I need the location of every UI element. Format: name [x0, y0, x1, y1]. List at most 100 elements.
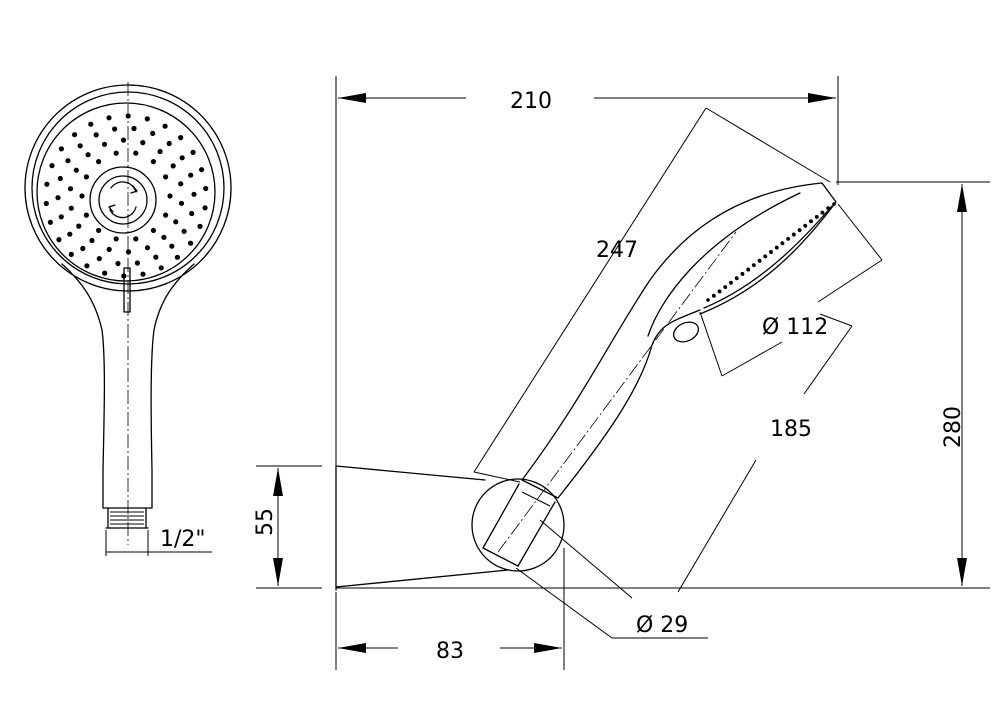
wall-holder [335, 465, 565, 591]
nozzle-hole [166, 140, 172, 147]
nozzle-hole [79, 193, 85, 199]
nozzle-hole [162, 123, 168, 129]
nozzle-hole [144, 116, 150, 122]
side-nozzle-hole [763, 254, 768, 259]
nozzle-hole [106, 115, 112, 121]
nozzle-hole [197, 223, 203, 229]
nozzle-hole [113, 236, 119, 242]
side-nozzle-hole [780, 241, 785, 246]
side-nozzle-hole [809, 219, 813, 224]
nozzle-hole [96, 159, 102, 165]
dim-55-label: 55 [253, 508, 278, 536]
nozzle-hole [191, 191, 197, 197]
dim-head-diameter-112: Ø 112 [699, 203, 883, 377]
side-nozzle-hole [826, 206, 831, 211]
side-nozzle-hole [746, 267, 751, 272]
handle-front [61, 263, 195, 529]
dim-280-label: 280 [941, 406, 966, 448]
nozzle-hole [113, 150, 119, 156]
side-nozzle-hole [712, 294, 716, 298]
side-nozzle-holes [706, 202, 836, 302]
nozzle-hole [77, 143, 83, 149]
nozzle-hole [174, 254, 180, 260]
nozzle-hole [93, 132, 99, 138]
nozzle-hole [178, 200, 185, 206]
nozzle-hole [150, 130, 156, 136]
nozzle-hole [76, 223, 82, 229]
nozzle-hole [106, 246, 112, 252]
dim-connector-29: Ø 29 [515, 519, 708, 639]
spray-nozzle-holes [43, 113, 209, 279]
nozzle-hole [170, 163, 176, 169]
side-nozzle-hole [735, 276, 739, 281]
nozzle-hole [163, 212, 169, 218]
side-nozzle-hole [775, 246, 779, 250]
nozzle-hole [161, 234, 167, 240]
dim-210-label: 210 [510, 89, 552, 114]
spray-face-side [699, 182, 837, 315]
dim-112-label: Ø 112 [762, 315, 828, 340]
nozzle-hole [101, 141, 108, 147]
dim-247-label: 247 [596, 238, 638, 263]
dim-depth-83: 83 [335, 548, 565, 670]
side-nozzle-hole [706, 298, 710, 302]
nozzle-hole [67, 186, 74, 192]
nozzle-hole [84, 263, 90, 269]
nozzle-hole [115, 260, 121, 267]
nozzle-hole [56, 237, 62, 243]
nozzle-hole [167, 193, 173, 199]
front-view: 1/2" [24, 82, 232, 556]
nozzle-hole [173, 219, 179, 225]
nozzle-hole [163, 174, 169, 180]
side-view: 210 247 Ø 112 185 [253, 76, 990, 670]
nozzle-hole [72, 132, 78, 138]
nozzle-hole [133, 236, 139, 242]
thread-size-label: 1/2" [160, 527, 206, 552]
nozzle-hole [140, 271, 146, 277]
nozzle-hole [181, 228, 187, 234]
nozzle-hole [58, 214, 64, 220]
nozzle-hole [144, 245, 151, 251]
nozzle-hole [133, 150, 139, 156]
side-nozzle-hole [786, 237, 791, 241]
side-nozzle-hole [792, 232, 796, 237]
nozzle-hole [47, 219, 54, 225]
nozzle-hole [202, 205, 208, 211]
side-nozzle-hole [729, 281, 733, 285]
dim-head-length-247: 247 [473, 107, 831, 483]
nozzle-hole [85, 152, 91, 158]
nozzle-hole [83, 212, 89, 218]
dim-185-label: 185 [770, 417, 812, 442]
nozzle-hole [158, 265, 164, 271]
dim-29-label: Ø 29 [636, 613, 688, 638]
nozzle-hole [199, 167, 205, 173]
nozzle-hole [157, 148, 163, 155]
nozzle-hole [190, 149, 196, 155]
nozzle-hole [88, 121, 94, 127]
dim-holder-55: 55 [253, 465, 322, 589]
nozzle-hole [68, 251, 74, 257]
side-nozzle-hole [815, 215, 819, 219]
nozzle-hole [44, 181, 50, 187]
nozzle-hole [89, 237, 95, 244]
nozzle-hole [49, 163, 55, 169]
nozzle-hole [178, 135, 184, 141]
nozzle-hole [96, 227, 102, 233]
nozzle-hole [120, 137, 127, 143]
side-nozzle-hole [803, 224, 808, 228]
side-nozzle-hole [757, 259, 762, 263]
side-nozzle-hole [717, 289, 722, 294]
dim-width-210: 210 [335, 76, 839, 466]
nozzle-hole [140, 140, 146, 146]
dim-handle-length-185: 185 [677, 313, 853, 593]
dim-83-label: 83 [436, 639, 464, 664]
nozzle-hole [83, 174, 89, 180]
nozzle-hole [203, 185, 209, 192]
side-nozzle-hole [752, 263, 756, 268]
nozzle-hole [134, 260, 140, 266]
nozzle-hole [68, 205, 74, 211]
nozzle-hole [153, 254, 159, 260]
nozzle-hole [58, 146, 64, 152]
side-nozzle-hole [740, 272, 745, 276]
